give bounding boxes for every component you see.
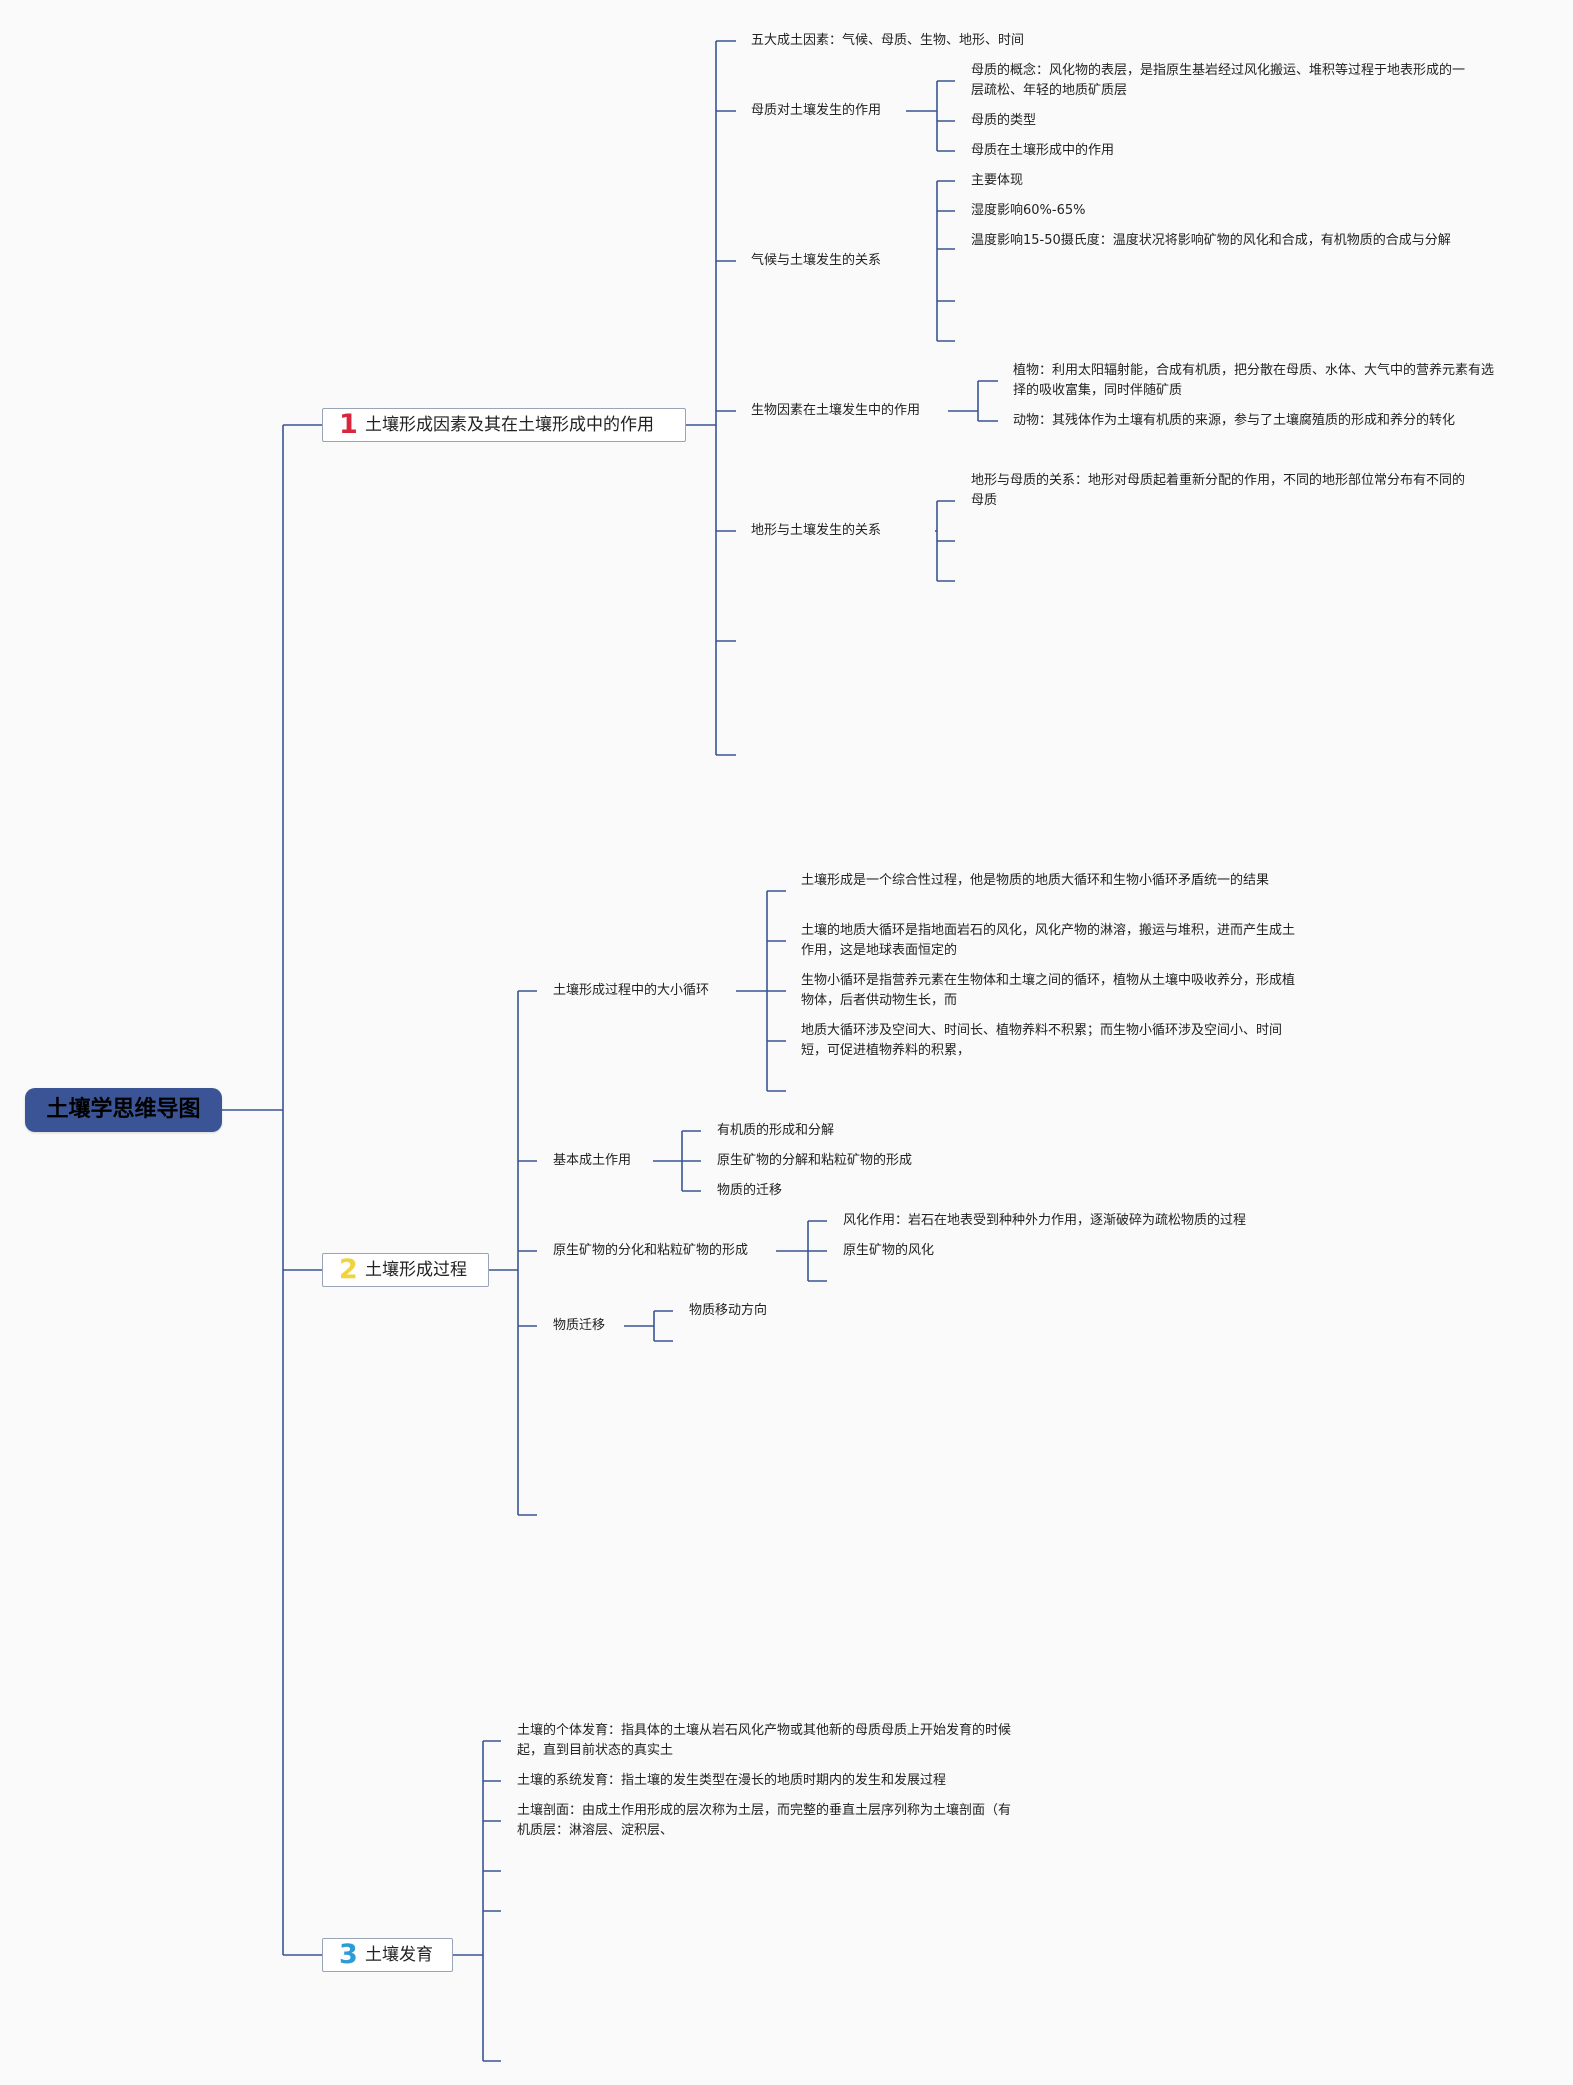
b2-topic-cycles[interactable]: 土壤形成过程中的大小循环 bbox=[553, 983, 710, 998]
b1-climate-temperature[interactable]: 温度影响15-50摄氏度：温度状况将影响矿物的风化和合成，有机物质的合成与分解 bbox=[971, 233, 1451, 248]
b2-cycle-item-3[interactable]: 生物小循环是指营养元素在生物体和土壤之间的循环，植物从土壤中吸收养分，形成植物体… bbox=[801, 973, 1296, 1008]
b1-terrain-parent-material[interactable]: 地形与母质的关系：地形对母质起着重新分配的作用，不同的地形部位常分布有不同的母质 bbox=[971, 473, 1466, 508]
b2-cycle-item-4[interactable]: 地质大循环涉及空间大、时间长、植物养料不积累；而生物小循环涉及空间小、时间短，可… bbox=[801, 1023, 1283, 1058]
branch-3-number: 3 bbox=[339, 1939, 358, 1970]
b2-cycle-item-2[interactable]: 土壤的地质大循环是指地面岩石的风化，风化产物的淋溶，搬运与堆积，进而产生成土作用… bbox=[801, 923, 1296, 958]
b1-biology-plants[interactable]: 植物：利用太阳辐射能，合成有机质，把分散在母质、水体、大气中的营养元素有选择的吸… bbox=[1013, 363, 1495, 398]
branch-2-title: 土壤形成过程 bbox=[365, 1260, 467, 1280]
branch-2-node[interactable]: 2 土壤形成过程 bbox=[322, 1253, 489, 1287]
b1-biology-animals[interactable]: 动物：其残体作为土壤有机质的来源，参与了土壤腐殖质的形成和养分的转化 bbox=[1013, 413, 1456, 428]
b2-basic-item-1[interactable]: 有机质的形成和分解 bbox=[717, 1123, 835, 1138]
b2-migration-direction[interactable]: 物质移动方向 bbox=[689, 1303, 768, 1318]
b1-topic-biology[interactable]: 生物因素在土壤发生中的作用 bbox=[751, 403, 921, 418]
root-node[interactable]: 土壤学思维导图 bbox=[25, 1088, 222, 1132]
b2-topic-material-migration[interactable]: 物质迁移 bbox=[553, 1318, 606, 1333]
b1-topic-five-factors[interactable]: 五大成土因素：气候、母质、生物、地形、时间 bbox=[751, 33, 1025, 48]
b2-mineral-primary-weathering[interactable]: 原生矿物的风化 bbox=[843, 1243, 935, 1258]
b2-cycle-item-1[interactable]: 土壤形成是一个综合性过程，他是物质的地质大循环和生物小循环矛盾统一的结果 bbox=[801, 873, 1270, 888]
branch-3-title: 土壤发育 bbox=[365, 1945, 433, 1965]
b2-basic-item-2[interactable]: 原生矿物的分解和粘粒矿物的形成 bbox=[717, 1153, 913, 1168]
b1-topic-terrain[interactable]: 地形与土壤发生的关系 bbox=[751, 523, 882, 538]
b1-parent-material-concept[interactable]: 母质的概念：风化物的表层，是指原生基岩经过风化搬运、堆积等过程于地表形成的一层疏… bbox=[971, 63, 1466, 98]
b1-topic-climate[interactable]: 气候与土壤发生的关系 bbox=[751, 253, 882, 268]
branch-3-node[interactable]: 3 土壤发育 bbox=[322, 1938, 453, 1972]
branch-1-node[interactable]: 1 土壤形成因素及其在土壤形成中的作用 bbox=[322, 408, 686, 442]
b1-climate-humidity[interactable]: 湿度影响60%-65% bbox=[971, 203, 1086, 218]
branch-2-number: 2 bbox=[339, 1254, 358, 1285]
b2-mineral-weathering[interactable]: 风化作用：岩石在地表受到种种外力作用，逐渐破碎为疏松物质的过程 bbox=[843, 1213, 1247, 1228]
b1-topic-parent-material[interactable]: 母质对土壤发生的作用 bbox=[751, 103, 882, 118]
b2-topic-mineral-formation[interactable]: 原生矿物的分化和粘粒矿物的形成 bbox=[553, 1243, 749, 1258]
b2-basic-item-3[interactable]: 物质的迁移 bbox=[717, 1183, 783, 1198]
b3-soil-profile[interactable]: 土壤剖面：由成土作用形成的层次称为土层，而完整的垂直土层序列称为土壤剖面（有机质… bbox=[517, 1803, 1012, 1838]
b2-topic-basic-soil-forming[interactable]: 基本成土作用 bbox=[553, 1153, 632, 1168]
branch-1-number: 1 bbox=[339, 409, 358, 440]
b3-individual-development[interactable]: 土壤的个体发育：指具体的土壤从岩石风化产物或其他新的母质母质上开始发育的时候起，… bbox=[517, 1723, 1012, 1758]
b1-parent-material-types[interactable]: 母质的类型 bbox=[971, 113, 1037, 128]
b1-parent-material-role[interactable]: 母质在土壤形成中的作用 bbox=[971, 143, 1115, 158]
b3-system-development[interactable]: 土壤的系统发育：指土壤的发生类型在漫长的地质时期内的发生和发展过程 bbox=[517, 1773, 947, 1788]
b1-climate-main[interactable]: 主要体现 bbox=[971, 173, 1024, 188]
branch-1-title: 土壤形成因素及其在土壤形成中的作用 bbox=[365, 415, 654, 435]
